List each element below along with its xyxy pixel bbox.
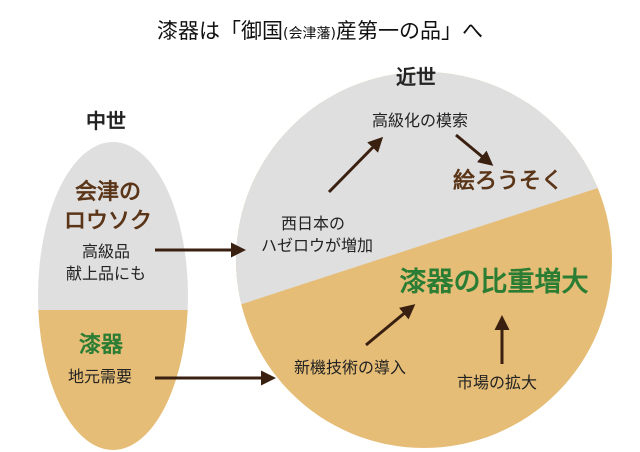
diagram-title: 漆器は「御国(会津藩)産第一の品」へ [157, 19, 483, 43]
candle-note-line2: 献上品にも [66, 264, 146, 283]
title-suffix: 産第一の品」へ [336, 19, 483, 43]
candle-title-line1: 会津の [75, 179, 141, 205]
early-modern-heading: 近世 [396, 65, 436, 89]
early-modern-gray-region [236, 72, 612, 308]
west-japan-line1: 西日本の [281, 214, 345, 233]
candle-title-line2: ロウソク [64, 209, 152, 234]
arrow-west-to-luxury [327, 136, 384, 194]
lacquer-growth-label: 漆器の比重増大 [400, 266, 589, 298]
arrow-luxury-to-painted [455, 133, 494, 166]
medieval-heading: 中世 [86, 109, 126, 133]
title-paren: (会津藩) [283, 26, 336, 42]
arrow-tech-to-growth [365, 304, 416, 347]
title-prefix: 漆器は「御国 [157, 19, 283, 43]
local-demand-label: 地元需要 [68, 367, 132, 386]
painted-candle-label: 絵ろうそく [453, 168, 563, 194]
candle-note-line1: 高級品 [82, 242, 130, 261]
luxury-search-label: 高級化の模索 [372, 111, 468, 130]
new-tech-label: 新機技術の導入 [294, 358, 406, 377]
medieval-lacquer-title: 漆器 [79, 332, 124, 358]
market-expansion-label: 市場の拡大 [457, 373, 537, 392]
early-modern-circle [236, 72, 612, 448]
west-japan-line2: ハゼロウが増加 [261, 236, 373, 255]
